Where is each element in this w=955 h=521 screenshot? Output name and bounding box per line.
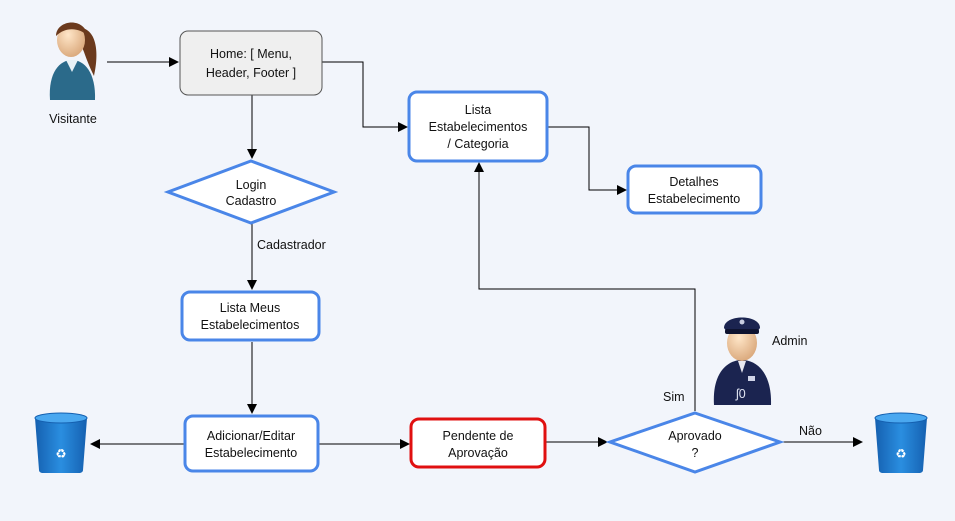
node-lista-line-1: Lista: [465, 103, 491, 117]
node-lista-line-3: / Categoria: [447, 137, 508, 151]
edge-label-cadastrador: Cadastrador: [257, 238, 326, 252]
actor-admin-label: Admin: [772, 334, 807, 348]
edge-label-nao: Não: [799, 424, 822, 438]
edge-lista-detalhes: [547, 126, 627, 195]
admin-badge-glyph: ʃ0: [735, 387, 746, 401]
node-adicionar-line-2: Estabelecimento: [205, 446, 297, 460]
admin-police-icon: ʃ0: [713, 317, 772, 405]
edge-home-lista: [322, 61, 408, 132]
node-aprovado-line-1: Aprovado: [668, 429, 722, 443]
node-lista-estabelecimentos: Lista Estabelecimentos / Categoria: [407, 90, 549, 163]
node-lista-line-2: Estabelecimentos: [429, 120, 528, 134]
node-login-cadastro: Login Cadastro: [163, 159, 339, 225]
node-aprovado-line-2: ?: [692, 446, 699, 460]
node-lista-meus-line-1: Lista Meus: [220, 301, 280, 315]
node-login-line-1: Login: [236, 178, 267, 192]
node-aprovado: Aprovado ?: [605, 411, 785, 474]
node-adicionar-editar: Adicionar/Editar Estabelecimento: [183, 414, 320, 473]
node-login-line-2: Cadastro: [226, 194, 277, 208]
visitor-person-icon: [49, 22, 97, 100]
edge-label-sim: Sim: [663, 390, 685, 404]
node-detalhes-line-2: Estabelecimento: [648, 192, 740, 206]
node-adicionar-line-1: Adicionar/Editar: [207, 429, 295, 443]
actor-visitante-label: Visitante: [49, 112, 97, 126]
node-pendente-line-2: Aprovação: [448, 446, 508, 460]
recycle-bin-icon: ♻: [34, 412, 88, 473]
node-home-line-1: Home: [ Menu,: [210, 47, 292, 61]
node-detalhes: Detalhes Estabelecimento: [626, 164, 763, 215]
edges: [90, 57, 863, 449]
recycle-bin-icon: ♻: [874, 412, 928, 473]
node-lista-meus-line-2: Estabelecimentos: [201, 318, 300, 332]
edge-aprovado-lista-sim: [474, 162, 696, 411]
node-pendente-line-1: Pendente de: [443, 429, 514, 443]
node-home: Home: [ Menu, Header, Footer ]: [179, 30, 323, 96]
node-pendente-aprovacao: Pendente de Aprovação: [409, 417, 547, 469]
node-home-line-2: Header, Footer ]: [206, 66, 296, 80]
svg-text:♻: ♻: [55, 447, 66, 461]
node-detalhes-line-1: Detalhes: [669, 175, 718, 189]
node-lista-meus: Lista Meus Estabelecimentos: [180, 290, 321, 342]
svg-text:♻: ♻: [895, 447, 906, 461]
